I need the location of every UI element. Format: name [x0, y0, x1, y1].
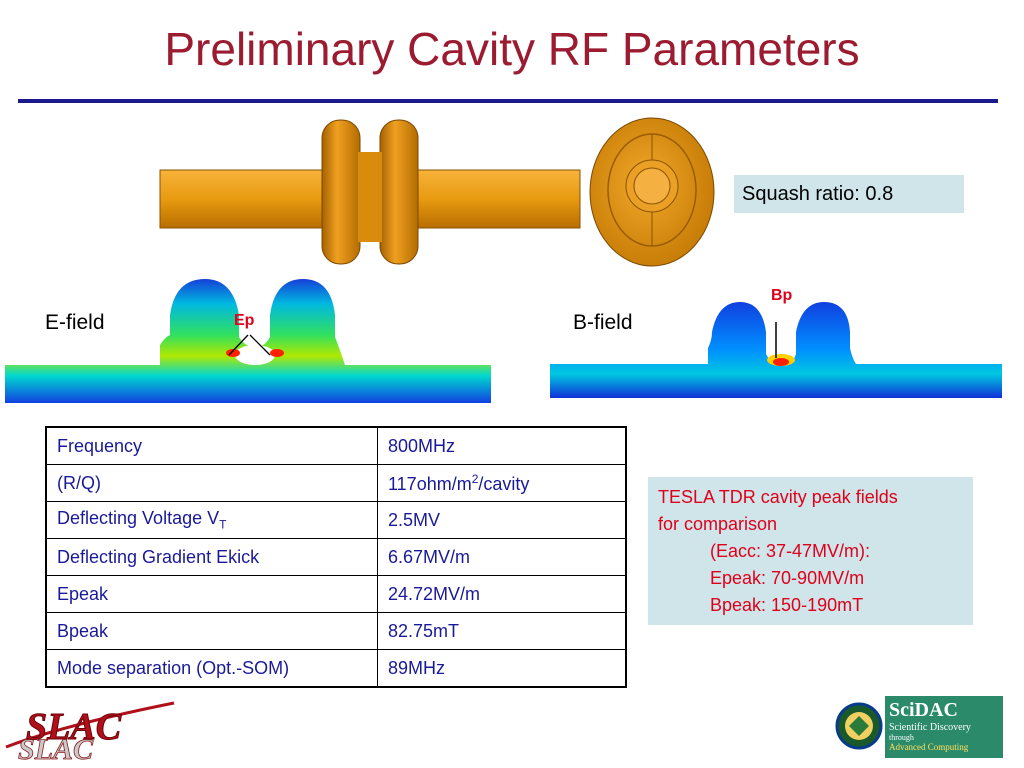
table-row: Bpeak 82.75mT — [45, 612, 627, 650]
table-row: Deflecting Gradient Ekick 6.67MV/m — [45, 538, 627, 576]
tesla-line: TESLA TDR cavity peak fields — [658, 487, 898, 507]
param-subscript: T — [219, 517, 227, 532]
slac-logo-shadow-text: SLAC — [18, 733, 94, 763]
efield-peak-label: Ep — [234, 312, 255, 329]
table-row: Mode separation (Opt.-SOM) 89MHz — [45, 649, 627, 688]
value-cell: 6.67MV/m — [377, 538, 627, 576]
tesla-line: Epeak: 70-90MV/m — [710, 568, 865, 588]
tesla-line: for comparison — [658, 514, 778, 534]
value-tail: /cavity — [478, 473, 530, 494]
value-superscript: 2 — [471, 471, 479, 486]
bfield-peak-label: Bp — [771, 287, 793, 304]
slac-logo: SLAC SLAC — [5, 701, 175, 763]
efield-label: E-field — [45, 311, 105, 334]
bfield-label: B-field — [573, 311, 633, 334]
scidac-logo-tagline: through — [889, 733, 914, 742]
param-cell: Frequency — [45, 426, 378, 465]
value-cell: 2.5MV — [377, 501, 627, 539]
scidac-logo-tagline: Scientific Discovery — [889, 722, 971, 733]
tesla-line: Bpeak: 150-190mT — [710, 595, 864, 615]
param-main: Deflecting Voltage V — [57, 508, 220, 529]
table-row: Frequency 800MHz — [45, 426, 627, 465]
param-cell: (R/Q) — [45, 464, 378, 502]
bfield-plot — [550, 302, 1002, 398]
table-row: Deflecting Voltage VT 2.5MV — [45, 501, 627, 539]
cavity-model-image — [159, 117, 715, 267]
parameters-table: Frequency 800MHz (R/Q) 117ohm/m2/cavity … — [45, 426, 627, 688]
slac-logo-text: SLAC — [26, 706, 122, 748]
squash-ratio-label: Squash ratio: 0.8 — [734, 175, 964, 213]
value-main: 117ohm/m — [388, 473, 472, 494]
param-cell: Epeak — [45, 575, 378, 613]
scidac-logo-tagline: Advanced Computing — [889, 742, 969, 752]
value-cell: 800MHz — [377, 426, 627, 465]
value-cell: 89MHz — [377, 649, 627, 688]
value-cell: 117ohm/m2/cavity — [377, 464, 627, 502]
param-cell: Deflecting Gradient Ekick — [45, 538, 378, 576]
table-row: (R/Q) 117ohm/m2/cavity — [45, 464, 627, 502]
slide-title: Preliminary Cavity RF Parameters — [164, 23, 860, 75]
efield-plot — [5, 279, 491, 403]
scidac-logo: SciDAC Scientific Discovery through Adva… — [835, 696, 1003, 758]
param-cell: Mode separation (Opt.-SOM) — [45, 649, 378, 688]
value-cell: 82.75mT — [377, 612, 627, 650]
value-cell: 24.72MV/m — [377, 575, 627, 613]
scidac-logo-title: SciDAC — [889, 699, 958, 721]
tesla-comparison-box: TESLA TDR cavity peak fields for compari… — [648, 477, 973, 625]
param-cell: Deflecting Voltage VT — [45, 501, 378, 539]
param-cell: Bpeak — [45, 612, 378, 650]
tesla-line: (Eacc: 37-47MV/m): — [710, 541, 871, 561]
title-underline — [18, 99, 998, 103]
table-row: Epeak 24.72MV/m — [45, 575, 627, 613]
